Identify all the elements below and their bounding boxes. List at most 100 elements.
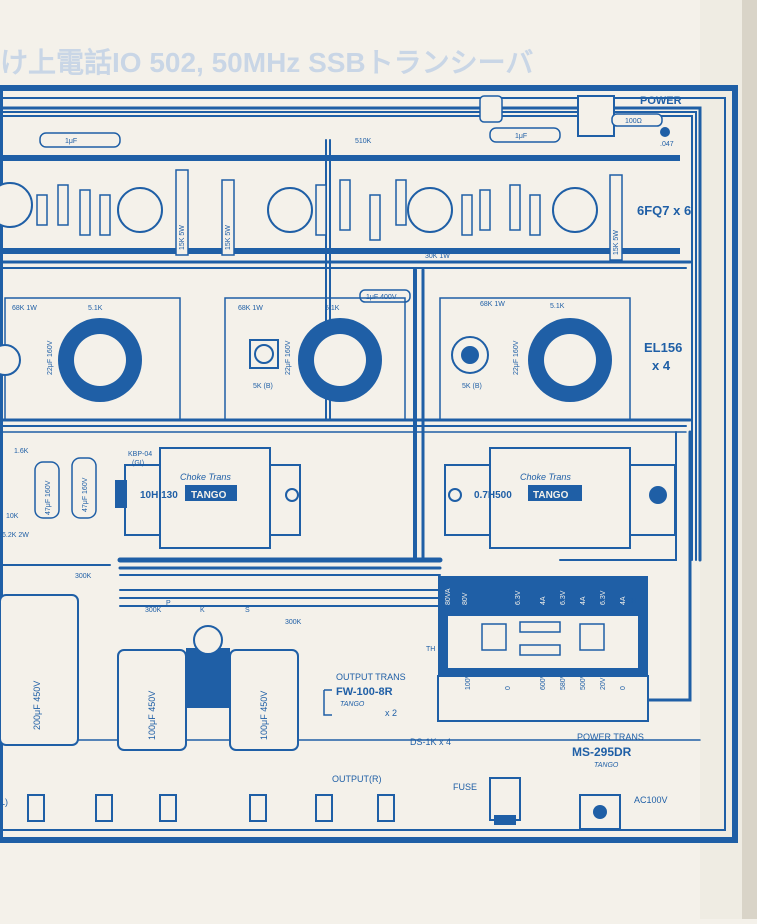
bridge-label: KBP-04 bbox=[128, 451, 152, 458]
cap-22uf-a: 22μF 160V bbox=[47, 340, 54, 375]
ac-inlet bbox=[579, 794, 621, 830]
tube-6fq7-label: 6FQ7 x 6 bbox=[637, 203, 691, 218]
tap-4a: 4A bbox=[540, 596, 547, 605]
center-terminal-block bbox=[186, 625, 230, 708]
tube-pin-s: S bbox=[245, 607, 250, 614]
th-label-a: TH bbox=[627, 598, 636, 605]
power-switch bbox=[577, 95, 670, 137]
cap-200uf: 200μF 450V bbox=[32, 681, 42, 730]
tube-rail bbox=[0, 155, 680, 254]
fuse-label: FUSE bbox=[453, 782, 477, 792]
resistor-15k-b: 15K 5W bbox=[225, 225, 232, 250]
tap-4a-b: 4A bbox=[580, 596, 587, 605]
tap-0b: 0 bbox=[620, 686, 627, 690]
electrolytic-caps bbox=[0, 594, 299, 751]
cap-1uf-a: 1μF bbox=[65, 138, 77, 145]
bias-pots bbox=[0, 336, 489, 376]
cap-047: .047 bbox=[660, 141, 674, 148]
resistor-68k-c: 68K 1W bbox=[480, 301, 505, 308]
resistor-30k-1w: 30K 1W bbox=[425, 253, 450, 260]
tap-63v-a: 6.3V bbox=[515, 590, 522, 605]
resistor-16k: 1.6K bbox=[14, 448, 29, 455]
chassis-frame bbox=[0, 85, 738, 843]
tap-63v-c: 6.3V bbox=[600, 590, 607, 605]
tap-500v: 500V bbox=[580, 673, 587, 690]
cap-22uf-c: 22μF 160V bbox=[513, 340, 520, 375]
choke-left-brand: TANGO bbox=[191, 490, 227, 501]
choke-right-title: Choke Trans bbox=[520, 472, 571, 482]
cap-100uf-a: 100μF 450V bbox=[147, 691, 157, 740]
resistor-51k-a: 5.1K bbox=[88, 305, 103, 312]
output-trans-model: FW-100-8R bbox=[336, 686, 393, 698]
tube-pin-k: K bbox=[200, 607, 205, 614]
output-trans-title: OUTPUT TRANS bbox=[336, 672, 406, 682]
bridge-sub: (GI) bbox=[132, 460, 144, 467]
tap-20v: 20V bbox=[600, 677, 607, 690]
resistor-51k-b: 5.1K bbox=[325, 305, 340, 312]
tap-63v-b: 6.3V bbox=[560, 590, 567, 605]
cap-22uf-b: 22μF 160V bbox=[285, 340, 292, 375]
power-tube-sockets bbox=[58, 318, 612, 402]
choke-left-model: 10H 130 bbox=[140, 490, 178, 501]
pot-5k-a: 5K (B) bbox=[253, 383, 273, 390]
filter-caps-47 bbox=[34, 457, 97, 519]
choke-right-model: 0.7H500 bbox=[474, 490, 512, 501]
resistor-15k-c: 15K 5W bbox=[613, 230, 620, 255]
resistor-510k: 510K bbox=[355, 138, 372, 145]
ac-label: AC100V bbox=[634, 795, 668, 805]
output-trans-bracket bbox=[323, 689, 332, 716]
resistor-row bbox=[36, 169, 623, 261]
power-label: POWER bbox=[640, 95, 682, 107]
resistor-300k-c: 300K bbox=[285, 619, 302, 626]
resistor-300k-b: 300K bbox=[145, 607, 162, 614]
resistor-68k-b: 68K 1W bbox=[238, 305, 263, 312]
tap-600v: 600V bbox=[540, 673, 547, 690]
tap-80va: 80VA bbox=[445, 588, 452, 605]
tube-pin-p: P bbox=[166, 600, 171, 607]
preamp-tube-sockets bbox=[0, 182, 598, 233]
power-trans-title: POWER TRANS bbox=[577, 732, 644, 742]
diode-label: DS-1K x 4 bbox=[410, 737, 451, 747]
th-label-b: TH bbox=[426, 646, 435, 653]
output-l-label: L) bbox=[0, 797, 8, 807]
output-trans-brand: TANGO bbox=[340, 701, 365, 708]
power-trans-taps: 80VA 80V 6.3V 4A 6.3V 4A 6.3V 4A 100V 0 … bbox=[445, 588, 627, 690]
coupling-caps bbox=[39, 95, 561, 303]
choke-left-title: Choke Trans bbox=[180, 472, 231, 482]
resistor-15k-a: 15K 5W bbox=[179, 225, 186, 250]
speaker-terminals bbox=[27, 794, 395, 822]
output-trans-count: x 2 bbox=[385, 708, 397, 718]
choke-right-brand: TANGO bbox=[533, 490, 569, 501]
cap-47uf-a: 47μF 160V bbox=[45, 480, 52, 515]
tap-100v: 100V bbox=[465, 673, 472, 690]
cap-47uf-b: 47μF 160V bbox=[82, 477, 89, 512]
choke-left bbox=[124, 447, 301, 549]
bridge-rectifier bbox=[115, 480, 127, 508]
tube-el156-label: EL156 bbox=[644, 340, 682, 355]
tap-0: 0 bbox=[505, 686, 512, 690]
header-title: け上電話IO 502, 50MHz SSBトランシーバ bbox=[0, 46, 533, 78]
power-trans-board bbox=[437, 576, 649, 722]
tube-el156-count: x 4 bbox=[652, 358, 671, 373]
resistor-300k-a: 300K bbox=[75, 573, 92, 580]
power-resistor: 100Ω bbox=[625, 118, 642, 125]
tap-80v: 80V bbox=[462, 592, 469, 605]
fuse-holder bbox=[489, 777, 521, 825]
resistor-68k-a: 68K 1W bbox=[12, 305, 37, 312]
resistor-51k-c: 5.1K bbox=[550, 303, 565, 310]
pot-5k-b: 5K (B) bbox=[462, 383, 482, 390]
power-trans-model: MS-295DR bbox=[572, 745, 632, 759]
wire-loom bbox=[0, 106, 702, 741]
output-r-label: OUTPUT(R) bbox=[332, 774, 382, 784]
rectifier-diodes bbox=[481, 621, 605, 656]
tap-580v: 580V bbox=[560, 673, 567, 690]
resistor-10k: 10K bbox=[6, 513, 19, 520]
cap-1uf-b: 1μF bbox=[515, 133, 527, 140]
tap-4a-c: 4A bbox=[620, 596, 627, 605]
choke-right bbox=[444, 447, 676, 549]
power-trans-brand: TANGO bbox=[594, 762, 619, 769]
resistor-62k: 6.2K 2W bbox=[2, 532, 29, 539]
cap-100uf-b: 100μF 450V bbox=[259, 691, 269, 740]
